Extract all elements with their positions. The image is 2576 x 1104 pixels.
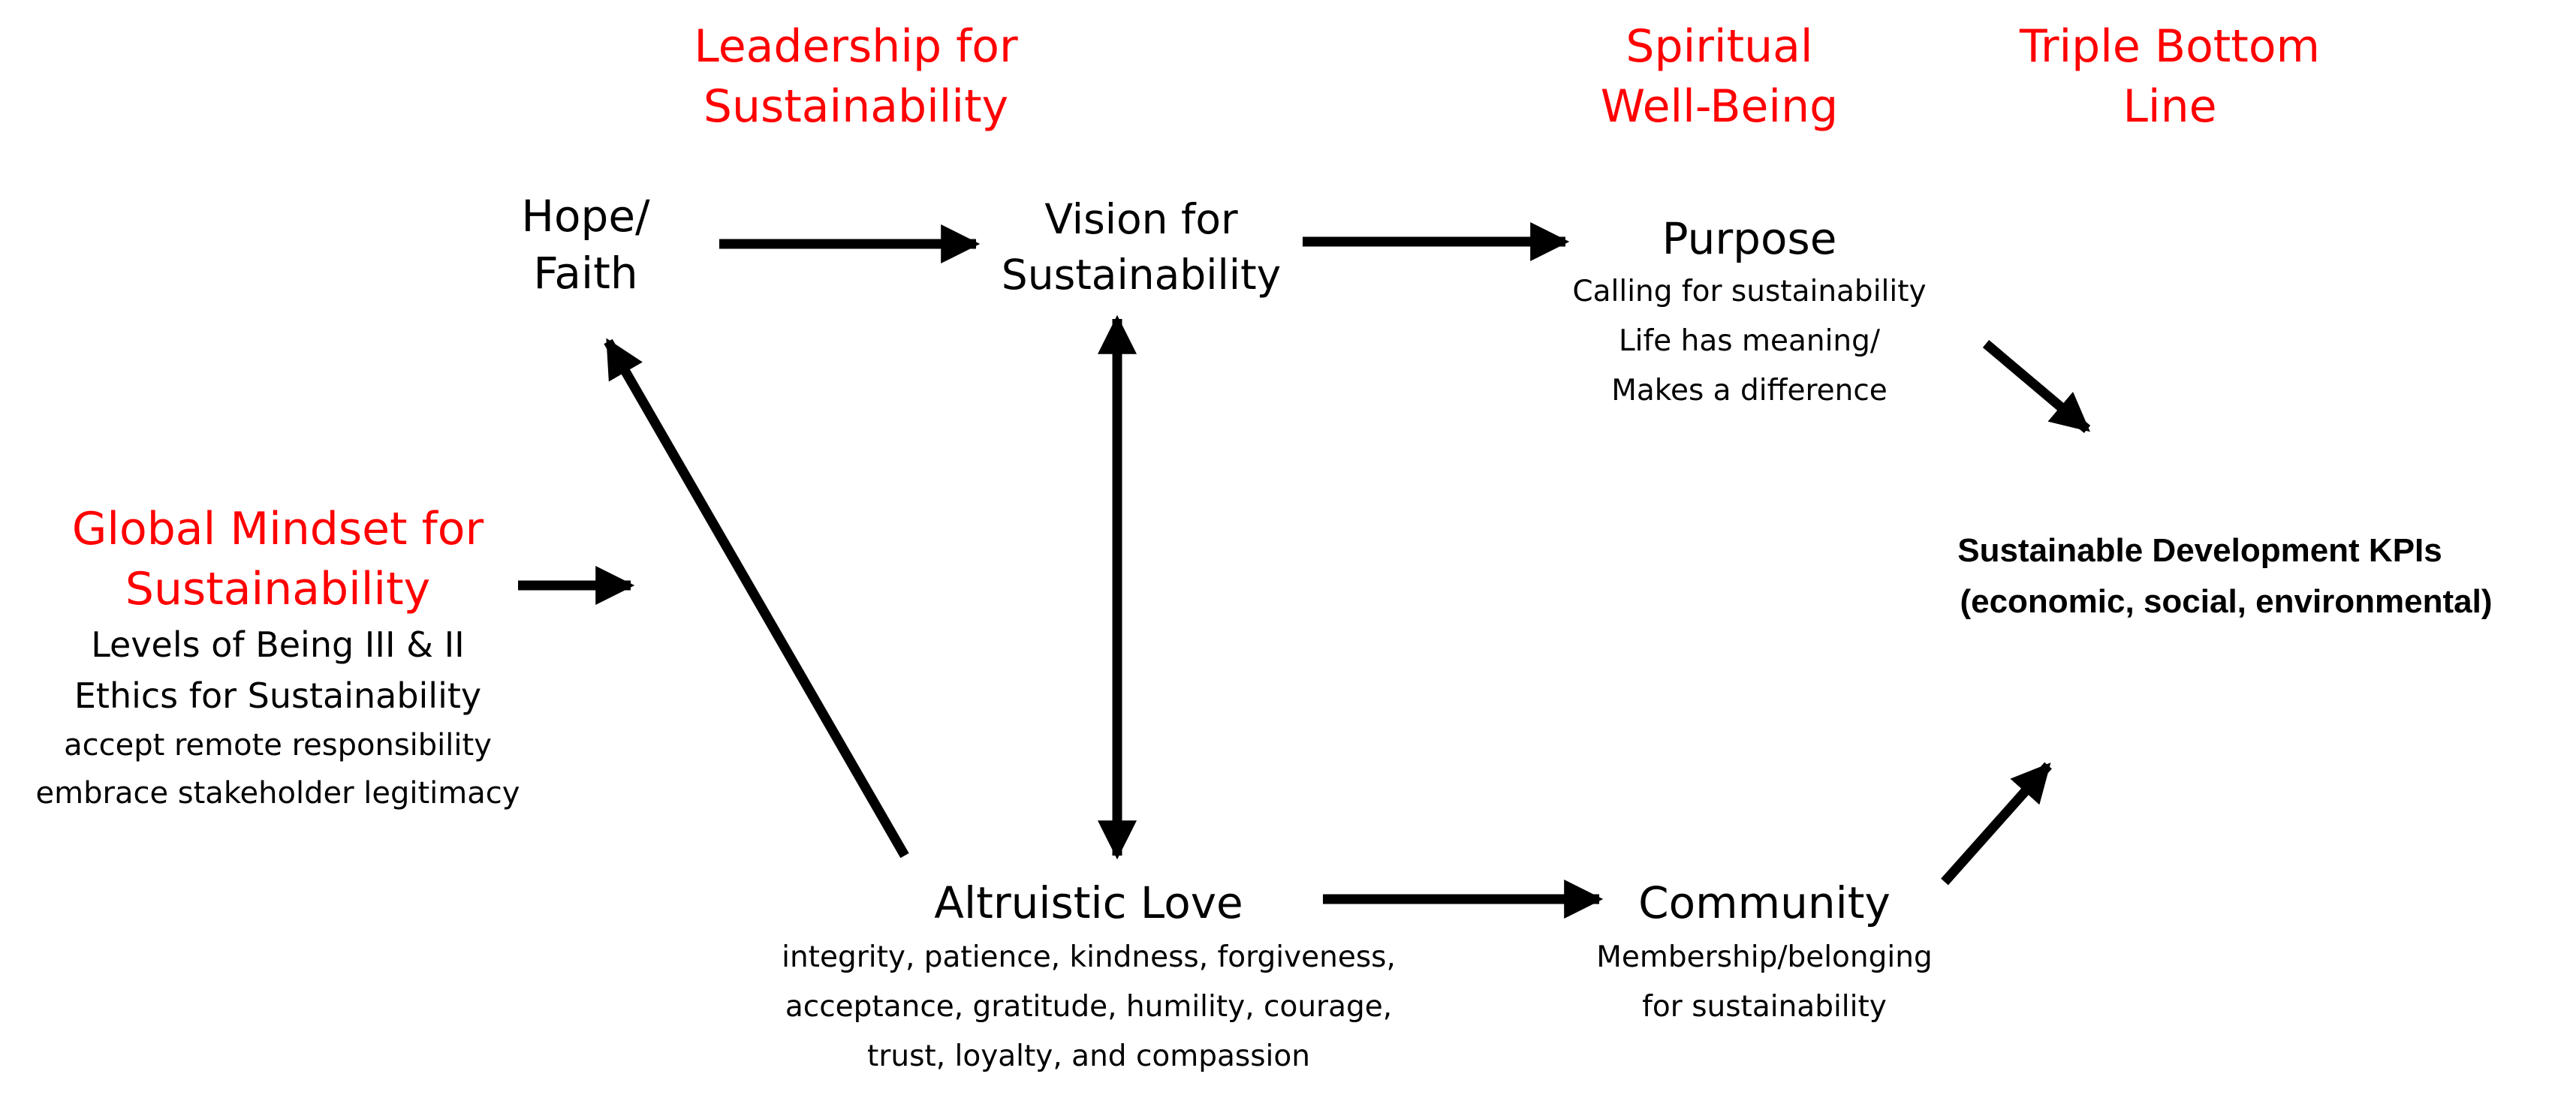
header-triple-bottom-line: Triple Bottom Line (2012, 17, 2327, 137)
header-triple-line-1: Triple Bottom (2020, 20, 2320, 73)
purpose-line-1: Calling for sustainability (1572, 275, 1927, 308)
community-line-1: Membership/belonging (1596, 940, 1933, 974)
altruistic-line-3: trust, loyalty, and compassion (867, 1039, 1310, 1073)
header-leadership-line-2: Sustainability (703, 80, 1009, 133)
arrow-purpose-to-kpis (1982, 340, 2091, 433)
mindset-small-line-2: embrace stakeholder legitimacy (35, 776, 520, 811)
header-leadership-line-1: Leadership for (694, 20, 1018, 73)
arrow-community-to-kpis (1941, 762, 2052, 886)
mindset-line-1: Levels of Being III & II (91, 624, 465, 665)
node-vision: Vision for Sustainability (969, 191, 1314, 302)
hope-line-1: Hope/ (521, 191, 650, 242)
community-line-2: for sustainability (1642, 990, 1887, 1024)
node-hope-faith: Hope/ Faith (473, 188, 698, 302)
arrow-altruistic-to-hope (604, 338, 909, 859)
vision-line-1: Vision for (1044, 195, 1238, 243)
mindset-title-line-2: Sustainability (125, 563, 431, 615)
purpose-line-3: Makes a difference (1611, 374, 1888, 408)
hope-line-2: Faith (533, 248, 638, 299)
header-triple-line-2: Line (2123, 80, 2217, 133)
altruistic-line-2: acceptance, gratitude, humility, courage… (785, 990, 1393, 1024)
mindset-small-line-1: accept remote responsibility (64, 728, 492, 763)
mindset-line-2: Ethics for Sustainability (74, 675, 482, 716)
node-kpis: Sustainable Development KPIs (economic, … (1862, 525, 2568, 627)
node-altruistic-love: Altruistic Love integrity, patience, kin… (713, 873, 1464, 1081)
altruistic-line-1: integrity, patience, kindness, forgivene… (782, 940, 1396, 974)
kpis-line-1: Sustainable Development KPIs (1957, 532, 2442, 569)
vision-line-2: Sustainability (1001, 251, 1282, 299)
node-global-mindset: Global Mindset for Sustainability Levels… (15, 499, 541, 817)
node-purpose: Purpose Calling for sustainability Life … (1524, 210, 1975, 416)
node-community: Community Membership/belonging for susta… (1554, 873, 1975, 1032)
mindset-title-line-1: Global Mindset for (71, 503, 484, 555)
kpis-line-2: (economic, social, environmental) (1960, 583, 2493, 620)
purpose-line-2: Life has meaning/ (1618, 324, 1881, 358)
purpose-title: Purpose (1662, 213, 1837, 264)
header-spiritual-line-2: Well-Being (1600, 80, 1839, 133)
header-leadership: Leadership for Sustainability (661, 17, 1051, 137)
community-title: Community (1638, 877, 1891, 928)
header-spiritual: Spiritual Well-Being (1584, 17, 1854, 137)
header-spiritual-line-1: Spiritual (1625, 20, 1813, 73)
altruistic-title: Altruistic Love (934, 877, 1243, 928)
